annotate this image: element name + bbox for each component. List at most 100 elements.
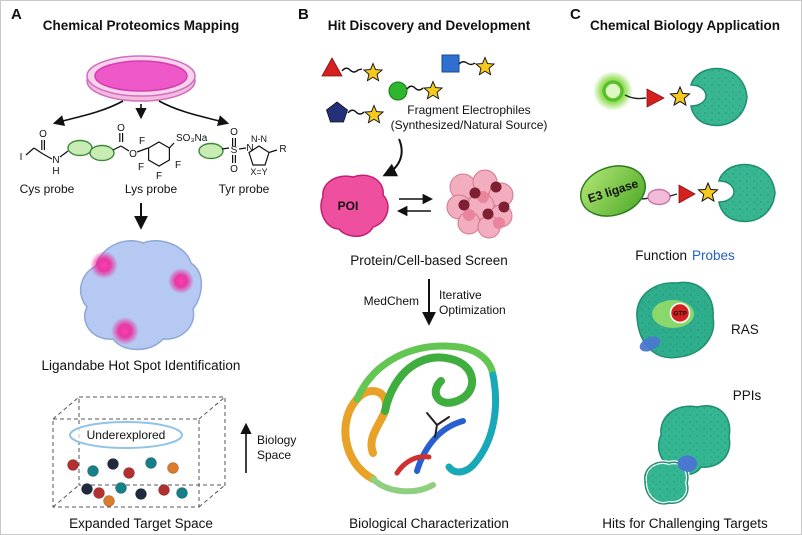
- sphere: [115, 482, 127, 494]
- panel-b-caption: Biological Characterization: [349, 516, 509, 531]
- protein-hotspot-map: [79, 240, 203, 351]
- atom-s: S: [231, 145, 238, 156]
- lys-probe-label: Lys probe: [125, 182, 178, 196]
- linker-squiggle: [341, 67, 363, 73]
- ras-label: RAS: [731, 322, 759, 337]
- panel-c-letter: C: [570, 6, 581, 23]
- fragment-triangle-icon: [678, 184, 696, 204]
- effector-patch-icon: [639, 336, 661, 352]
- tyr-probe-label: Tyr probe: [219, 182, 270, 196]
- sphere: [135, 488, 147, 500]
- so3na-group: SO₃Na: [176, 133, 208, 144]
- iterative-label: Iterative: [439, 288, 482, 302]
- sphere: [87, 465, 99, 477]
- panel-a-caption: Expanded Target Space: [69, 516, 213, 531]
- reporter-tag: [198, 142, 224, 160]
- panel-c-caption: Hits for Challenging Targets: [602, 516, 768, 531]
- warhead-star-icon: [423, 81, 443, 100]
- underexplored-ellipse: [69, 421, 183, 449]
- hotspot: [90, 251, 118, 279]
- function-word: Function: [635, 248, 687, 263]
- probes-word: Probes: [692, 248, 735, 263]
- atom-f: F: [175, 160, 181, 171]
- cys-probe-structure: I O N H Cys probe: [20, 129, 93, 196]
- function-probes-caption: Function Probes: [635, 248, 735, 263]
- screen-caption: Protein/Cell-based Screen: [350, 253, 508, 268]
- fragment-triangle-icon: [321, 57, 343, 77]
- fragments-caption-line2: (Synthesized/Natural Source): [391, 118, 548, 132]
- ligand-sticks-icon: [426, 412, 450, 438]
- fragment-pentagon-icon: [326, 101, 348, 123]
- panel-b: B Hit Discovery and Development Fragment…: [298, 6, 547, 531]
- linker-squiggle: [458, 61, 476, 66]
- e3-ligase-blob: E3 ligase: [580, 165, 646, 217]
- panel-c-title: Chemical Biology Application: [590, 18, 780, 33]
- sphere: [93, 487, 105, 499]
- warhead-star-icon: [363, 63, 383, 82]
- fragment-triangle-icon: [646, 88, 665, 108]
- lys-probe-structure: O O F F F F SO₃Na Lys probe: [89, 123, 208, 196]
- atom-o-ester: O: [129, 149, 137, 160]
- warhead-star-icon: [697, 182, 719, 202]
- screen-row: POI: [320, 169, 514, 239]
- panel-a: A Chemical Proteomics Mapping I: [11, 6, 296, 531]
- atom-f: F: [156, 171, 162, 182]
- ras-target: GTP RAS: [636, 281, 759, 359]
- biology-space-label-2: Space: [257, 448, 291, 462]
- tyr-probe-structure: S O O N N-N X=Y R Tyr probe: [198, 127, 287, 196]
- sphere: [158, 484, 170, 496]
- sphere: [167, 462, 179, 474]
- fragments-to-screen-arrow: [382, 138, 403, 177]
- hotspot: [168, 268, 194, 294]
- equilibrium-arrows-icon: [396, 193, 434, 217]
- panel-a-letter: A: [11, 6, 22, 23]
- medchem-label: MedChem: [364, 294, 419, 308]
- arrow-to-tyr: [158, 100, 230, 127]
- atom-f: F: [139, 136, 145, 147]
- sphere: [145, 457, 157, 469]
- arrow-to-cys: [52, 100, 124, 127]
- warhead-star-icon: [364, 105, 384, 124]
- fluorophore-icon: [602, 80, 624, 102]
- cys-probe-label: Cys probe: [20, 182, 75, 196]
- interface-ligand-icon: [677, 455, 698, 472]
- r-group: R: [279, 144, 286, 155]
- atom-o-carbonyl: O: [117, 123, 125, 134]
- panel-c: C Chemical Biology Application E3 ligase: [570, 6, 780, 531]
- linker-oval-icon: [647, 188, 671, 206]
- sphere: [123, 467, 135, 479]
- ppi-target: PPIs: [642, 388, 762, 506]
- warhead-star-icon: [475, 57, 495, 76]
- optimization-label: Optimization: [439, 303, 506, 317]
- fragment-circle-icon: [388, 81, 408, 101]
- atom-o: O: [39, 129, 47, 140]
- petri-dish-icon: [86, 55, 196, 102]
- target-spheres: [67, 457, 188, 507]
- atom-o: O: [230, 164, 238, 175]
- sphere: [103, 495, 115, 507]
- fragment-square-icon: [441, 54, 460, 73]
- sphere: [176, 487, 188, 499]
- panel-b-letter: B: [298, 6, 309, 23]
- underexplored-label: Underexplored: [87, 428, 166, 442]
- linker-squiggle: [406, 85, 424, 91]
- reporter-tag: [89, 144, 115, 162]
- atom-n: N: [52, 155, 59, 166]
- poi-blob: [320, 174, 389, 237]
- target-space-cube: Underexplored Biology Space: [52, 396, 296, 508]
- atom-h: H: [52, 166, 59, 177]
- fluorescent-probe-row: [593, 67, 748, 127]
- target-protein-crescent: [690, 67, 748, 127]
- atom-o: O: [230, 127, 238, 138]
- hotspot-caption: Ligandabe Hot Spot Identification: [42, 358, 241, 373]
- target-protein-crescent: [718, 163, 776, 223]
- fragment-electrophiles: Fragment Electrophiles (Synthesized/Natu…: [321, 54, 548, 132]
- hotspot: [111, 317, 139, 345]
- linker-line: [669, 193, 678, 197]
- protein-ribbon-structure: [341, 342, 500, 495]
- warhead-star-icon: [669, 86, 691, 106]
- atom-f: F: [138, 162, 144, 173]
- nn-group: N-N: [251, 134, 267, 144]
